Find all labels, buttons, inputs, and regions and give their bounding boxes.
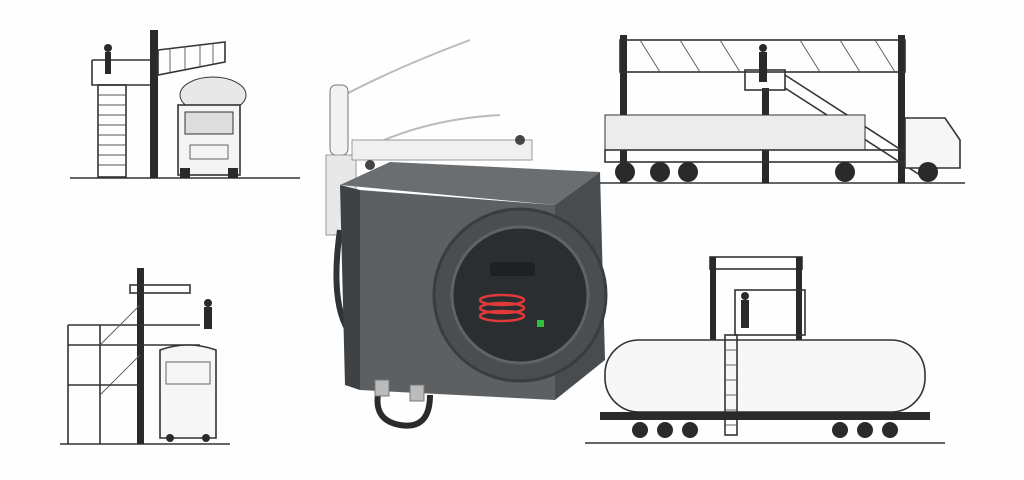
green-indicator-led [537, 320, 544, 327]
red-indicator-bands [478, 293, 526, 323]
viewing-window [450, 225, 590, 365]
sketch-trailer-loading-gantry [600, 35, 965, 184]
sketch-truck-loading-gantry [70, 30, 300, 179]
antenna [329, 84, 349, 156]
explosion-proof-enclosure [325, 39, 608, 429]
sketch-rail-tankcar-loading [585, 256, 945, 444]
sketch-train-loading-platform [60, 268, 230, 445]
